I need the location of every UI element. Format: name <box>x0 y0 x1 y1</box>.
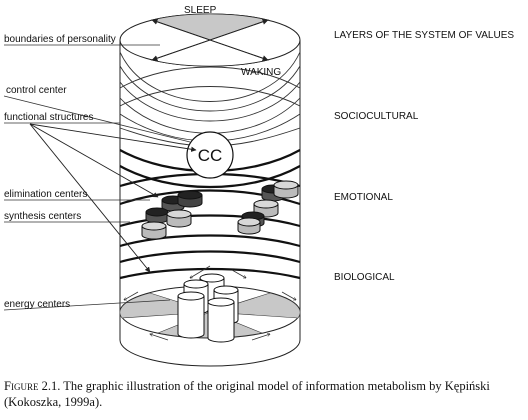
functional-structures-label: functional structures <box>4 112 94 123</box>
synthesis-center-disk <box>253 199 279 218</box>
control-center-label: control center <box>6 85 67 96</box>
disk-centers <box>141 180 299 240</box>
elimination-center-disk <box>145 207 169 224</box>
layers-title: LAYERS OF THE SYSTEM OF VALUES <box>334 30 514 41</box>
energy-center-column <box>177 291 205 339</box>
energy-center-column <box>207 297 235 343</box>
synthesis-center-disk <box>237 217 261 235</box>
layer-sociocultural: SOCIOCULTURAL <box>334 111 419 122</box>
synthesis-centers-label: synthesis centers <box>4 211 81 222</box>
synthesis-center-disk <box>141 221 167 240</box>
energy-centers-label: energy centers <box>4 299 70 310</box>
energy-centers <box>177 273 239 343</box>
layer-biological: BIOLOGICAL <box>334 272 395 283</box>
elimination-centers-label: elimination centers <box>4 189 87 200</box>
caption-text: The graphic illustration of the original… <box>4 379 490 409</box>
boundaries-of-personality-label: boundaries of personality <box>4 34 116 45</box>
synthesis-center-disk <box>273 180 299 199</box>
functional-structures-arrows <box>29 123 197 273</box>
cc-label: CC <box>198 146 223 165</box>
elimination-center-disk <box>177 190 203 208</box>
figure-label: Figure 2.1. <box>4 379 61 393</box>
leader-lines <box>3 44 191 311</box>
cylinder <box>119 40 301 367</box>
figure-caption: Figure 2.1. The graphic illustration of … <box>4 378 524 410</box>
waking-label: WAKING <box>241 67 281 78</box>
top-ellipse <box>119 13 301 67</box>
control-center: CC <box>186 131 234 179</box>
synthesis-center-disk <box>166 209 192 228</box>
sleep-label: SLEEP <box>184 5 217 16</box>
layer-emotional: EMOTIONAL <box>334 192 393 203</box>
